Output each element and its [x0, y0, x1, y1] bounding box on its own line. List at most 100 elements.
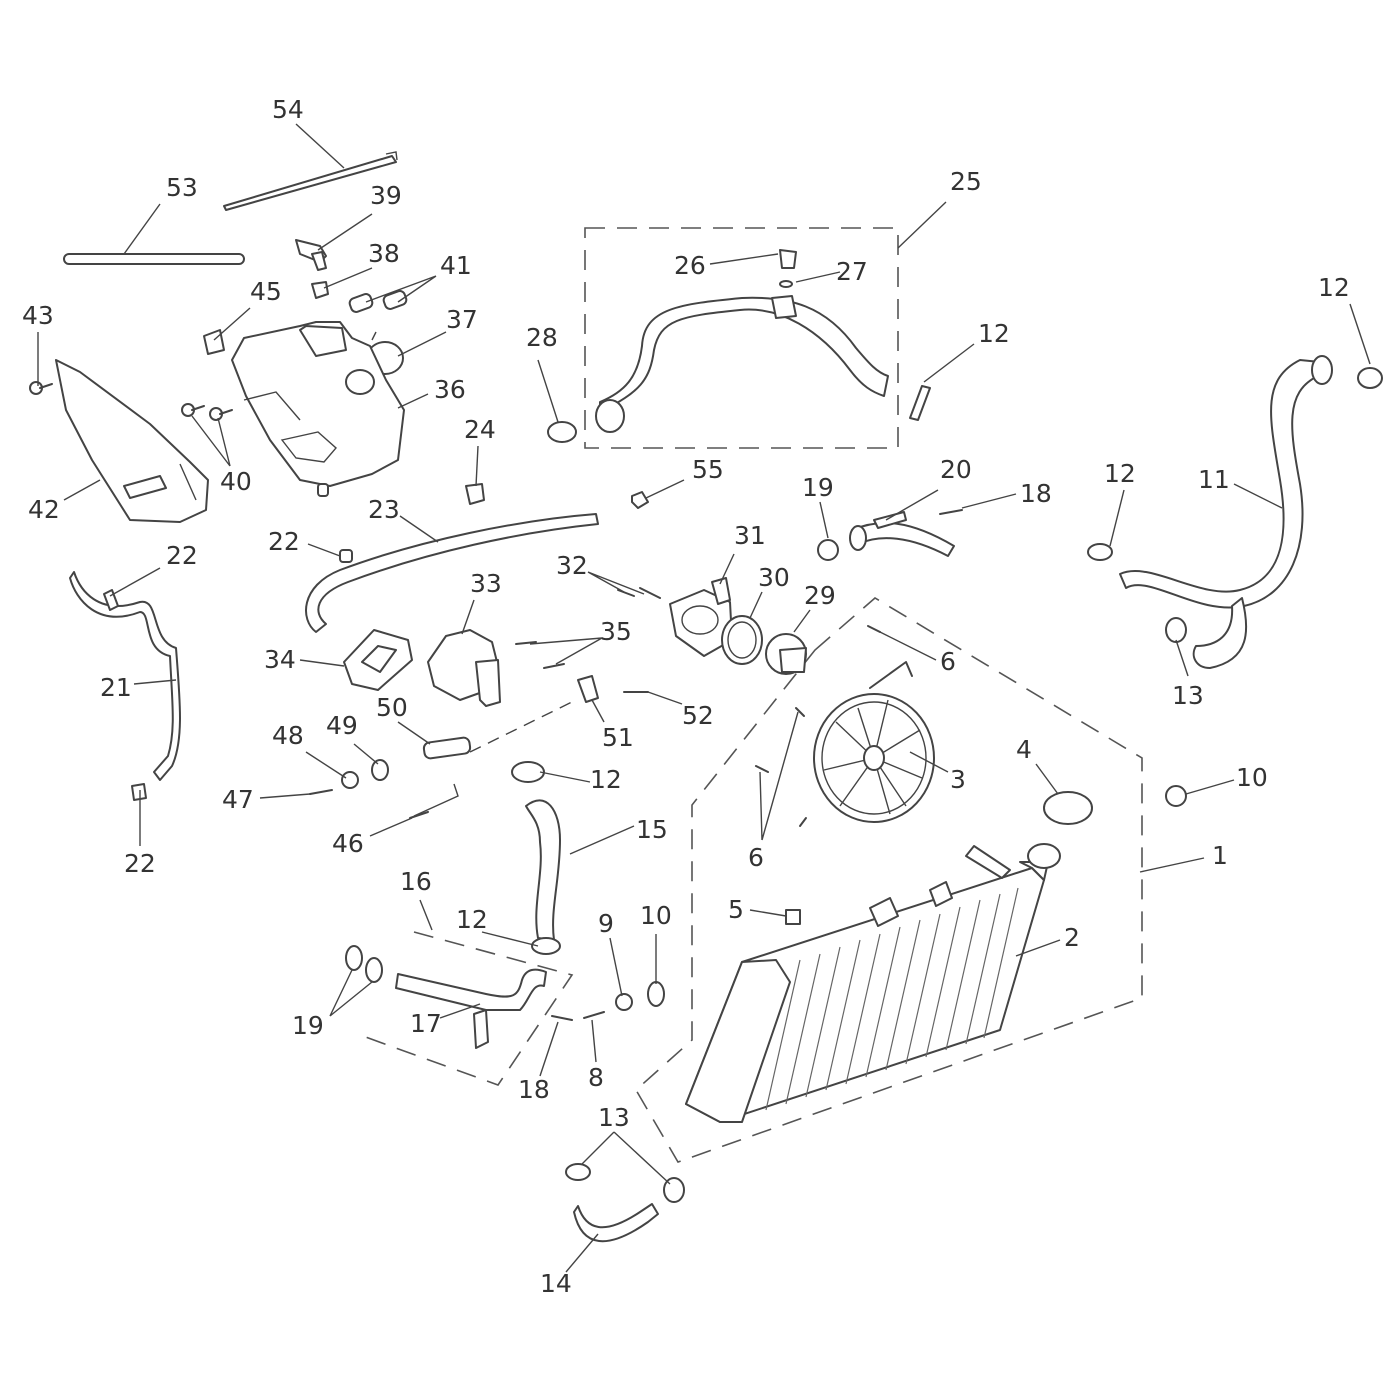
bleed-bolt-part — [779, 249, 797, 269]
leader-lines — [37, 123, 1371, 1273]
callout-12-top-right: 12 — [1318, 273, 1350, 302]
callout-10-right: 10 — [1236, 763, 1268, 792]
callout-46: 46 — [332, 829, 364, 858]
callout-13-right: 13 — [1172, 681, 1204, 710]
bolt-18-upper-part — [939, 509, 963, 515]
hex-nut-part — [631, 491, 649, 509]
callout-47: 47 — [222, 785, 254, 814]
hose-clamp-small-part — [339, 549, 353, 563]
callout-52: 52 — [682, 701, 714, 730]
cooling-fan-part — [799, 661, 935, 827]
callout-28: 28 — [526, 323, 558, 352]
callout-1: 1 — [1212, 841, 1228, 870]
thermostat-housing-assembly-outline — [584, 227, 899, 449]
callout-14: 14 — [540, 1269, 572, 1298]
assembly-outlines — [359, 227, 1143, 1163]
callout-37: 37 — [446, 305, 478, 334]
callout-26: 26 — [674, 251, 706, 280]
callout-48: 48 — [272, 721, 304, 750]
fan-bolts-part — [755, 625, 881, 773]
pump-bolts-part — [515, 641, 565, 669]
thermostat-o-ring-part — [721, 615, 763, 665]
bolt-8-part — [583, 1011, 605, 1019]
grommet-10-lower-part — [647, 981, 665, 1007]
radiator-assembly-outline — [634, 597, 1143, 1163]
callout-27: 27 — [836, 257, 868, 286]
callout-24: 24 — [464, 415, 496, 444]
callout-22-upper: 22 — [166, 541, 198, 570]
callout-10-lower: 10 — [640, 901, 672, 930]
radiator-nut-part — [785, 909, 801, 925]
callout-43: 43 — [22, 301, 54, 330]
hose-clamp-13-lower-part — [565, 1163, 685, 1203]
radiator-grommet-right-part — [1165, 785, 1187, 807]
callout-49: 49 — [326, 711, 358, 740]
callout-30: 30 — [758, 563, 790, 592]
callout-13-lower: 13 — [598, 1103, 630, 1132]
overflow-strip-part — [63, 253, 245, 265]
water-pump-cover-part — [427, 629, 501, 707]
tank-cover-part — [55, 359, 209, 523]
callout-17: 17 — [410, 1009, 442, 1038]
callout-45: 45 — [250, 277, 282, 306]
breather-fitting-part — [295, 239, 327, 271]
callout-6-upper: 6 — [940, 647, 956, 676]
o-ring-19-upper-part — [817, 539, 839, 561]
o-rings-19-lower-part — [345, 945, 383, 983]
callout-2: 2 — [1064, 923, 1080, 952]
callout-35: 35 — [600, 617, 632, 646]
callout-8: 8 — [588, 1063, 604, 1092]
bypass-hose-part — [849, 511, 955, 557]
callout-34: 34 — [264, 645, 296, 674]
radiator-bottom-hose-part — [1119, 355, 1333, 669]
hose-clamp-12-right-part — [1087, 367, 1383, 561]
callout-53: 53 — [166, 173, 198, 202]
callout-12-mid-right: 12 — [1104, 459, 1136, 488]
hose-sleeve-part — [422, 736, 472, 760]
callout-19-lower: 19 — [292, 1011, 324, 1040]
callout-15: 15 — [636, 815, 668, 844]
callout-55: 55 — [692, 455, 724, 484]
cover-bolt-part — [29, 381, 53, 395]
callout-3: 3 — [950, 765, 966, 794]
callout-33: 33 — [470, 569, 502, 598]
hose-clamp-12-upper-part — [909, 385, 931, 421]
pump-gasket-part — [343, 629, 413, 691]
callout-38: 38 — [368, 239, 400, 268]
thermostat-upper-hose-part — [595, 295, 889, 433]
callout-4: 4 — [1016, 735, 1032, 764]
lower-hose-15-part — [525, 799, 561, 941]
lower-bolt-part — [409, 811, 429, 819]
callout-36: 36 — [434, 375, 466, 404]
callout-21: 21 — [100, 673, 132, 702]
breather-hose-part — [69, 571, 181, 801]
lower-hose-14-part — [573, 1203, 659, 1243]
callout-6-lower: 6 — [748, 843, 764, 872]
parts — [29, 151, 1383, 1243]
callout-50: 50 — [376, 693, 408, 722]
callout-12-box: 12 — [978, 319, 1010, 348]
callout-23: 23 — [368, 495, 400, 524]
thermostat-housing-part — [669, 577, 733, 657]
callout-42: 42 — [28, 495, 60, 524]
callout-18-lower: 18 — [518, 1075, 550, 1104]
callout-22-middle: 22 — [268, 527, 300, 556]
callout-5: 5 — [728, 895, 744, 924]
callout-16: 16 — [400, 867, 432, 896]
callout-32: 32 — [556, 551, 588, 580]
callout-41: 41 — [440, 251, 472, 280]
hose-bracket-part — [577, 675, 599, 703]
callout-54: 54 — [272, 95, 304, 124]
bolt-18-lower-part — [551, 1015, 573, 1021]
callout-39: 39 — [370, 181, 402, 210]
callout-20: 20 — [940, 455, 972, 484]
water-pipe-assembly-outline — [359, 931, 574, 1086]
thermostat-part — [765, 633, 807, 675]
expansion-tank-part — [231, 321, 405, 497]
water-pipe-part — [395, 968, 547, 1049]
callout-18-upper: 18 — [1020, 479, 1052, 508]
cable-tie-part — [223, 151, 398, 211]
hose-clip-part — [465, 483, 485, 505]
callout-31: 31 — [734, 521, 766, 550]
